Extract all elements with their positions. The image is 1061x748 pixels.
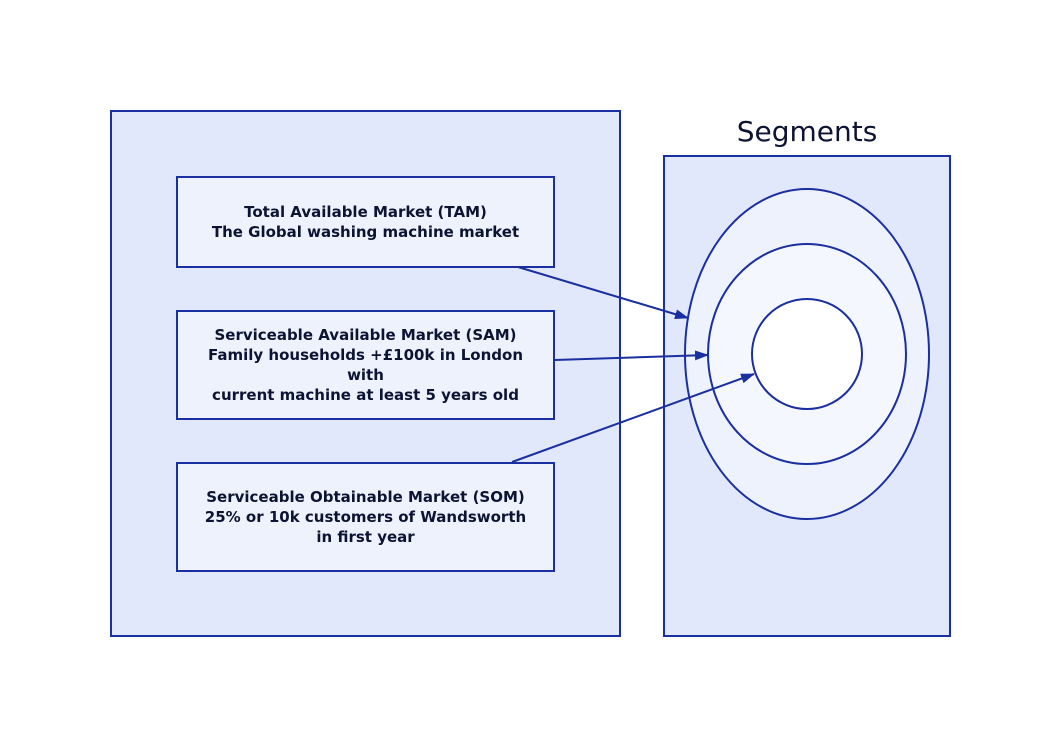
- som-box: Serviceable Obtainable Market (SOM) 25% …: [176, 462, 555, 572]
- som-arrow: [511, 373, 755, 463]
- tam-title: Total Available Market (TAM): [244, 203, 487, 221]
- som-description-line1: 25% or 10k customers of Wandsworth: [204, 508, 527, 526]
- sam-arrow: [554, 350, 709, 361]
- sam-description-line2: current machine at least 5 years old: [212, 386, 519, 404]
- som-title: Serviceable Obtainable Market (SOM): [206, 488, 525, 506]
- sam-box: Serviceable Available Market (SAM) Famil…: [176, 310, 555, 420]
- sam-description-line1: Family households +£100k in London with: [208, 346, 523, 384]
- tam-description: The Global washing machine market: [211, 223, 520, 241]
- sam-title: Serviceable Available Market (SAM): [214, 326, 517, 344]
- segments-title: Segments: [736, 115, 878, 148]
- tam-box: Total Available Market (TAM) The Global …: [176, 176, 555, 268]
- som-ring: [751, 298, 863, 410]
- tam-arrow: [517, 266, 689, 320]
- som-description-line2: in first year: [316, 528, 415, 546]
